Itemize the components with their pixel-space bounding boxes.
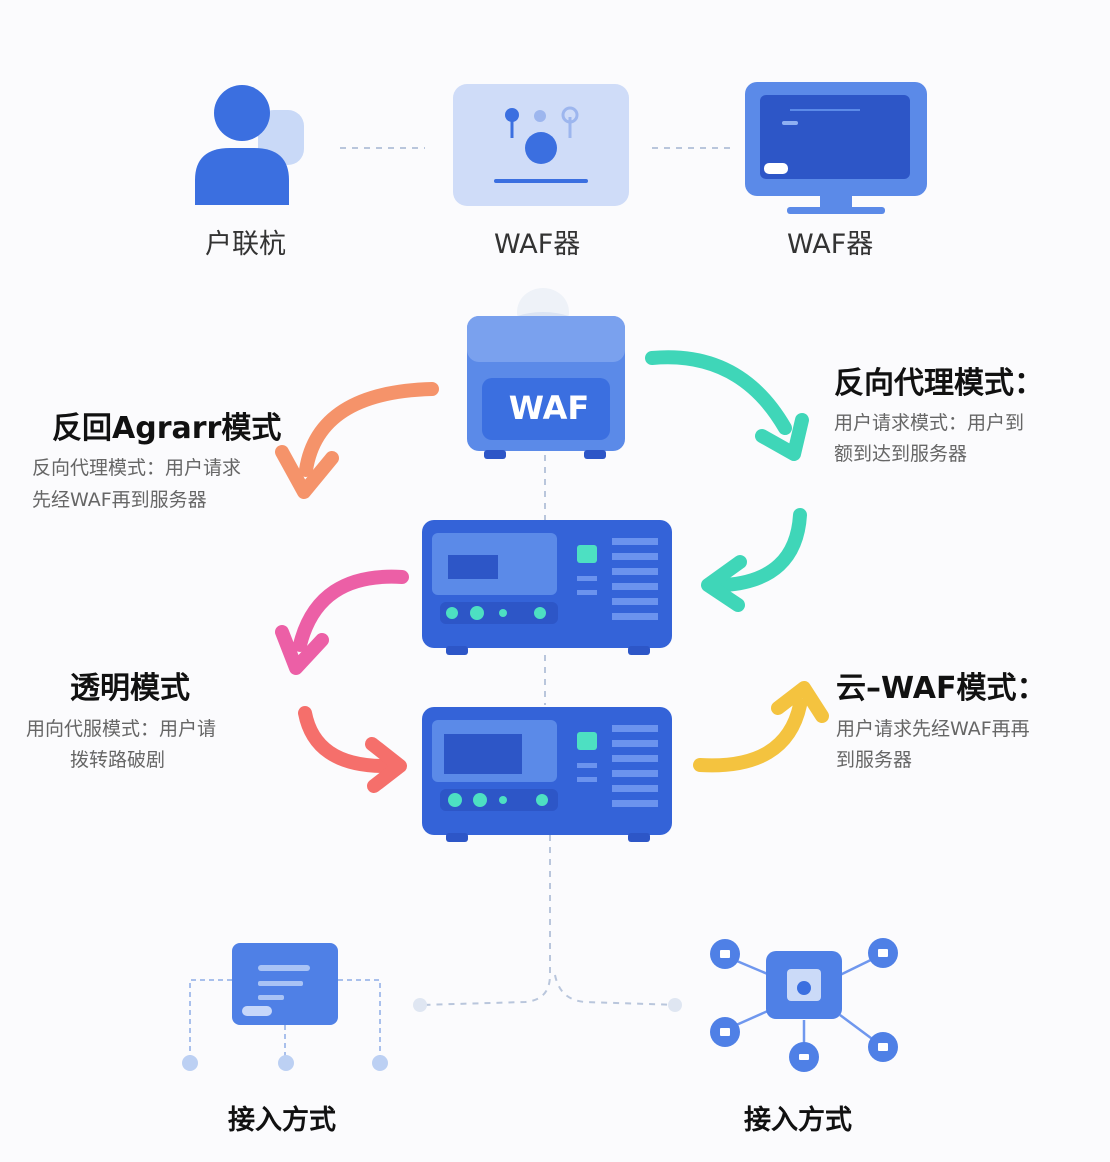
mode-left-top-title: 反回Agrarr模式 bbox=[52, 411, 282, 446]
mode-right-top-desc-2: 额到达到服务器 bbox=[834, 443, 968, 465]
mode-left-top-desc-2: 先经WAF再到服务器 bbox=[32, 489, 207, 511]
mode-left-mid-desc-1: 用向代服模式：用户请 bbox=[26, 718, 217, 740]
mode-right-mid-title: 云–WAF模式： bbox=[836, 671, 1047, 706]
network-hub-icon bbox=[710, 938, 898, 1072]
yellow-arrow-head bbox=[771, 681, 829, 723]
connector-dot-left bbox=[413, 998, 427, 1012]
orange-arrow-head bbox=[275, 445, 339, 499]
waf-appliance: WAF bbox=[467, 288, 625, 459]
teal-arrow-bottom bbox=[718, 508, 807, 592]
teal-arrow-top bbox=[645, 350, 792, 435]
mode-left-mid-desc-2: 拨转路破剧 bbox=[70, 749, 166, 771]
server-unit-2 bbox=[422, 707, 672, 842]
orange-arrow bbox=[299, 382, 439, 477]
mode-left-top-desc-1: 反向代理模式：用户请求 bbox=[32, 457, 242, 479]
connector-dot-right bbox=[668, 998, 682, 1012]
yellow-arrow bbox=[693, 698, 807, 773]
mode-right-top-title: 反向代理模式： bbox=[834, 366, 1044, 401]
waf-device-label: WAF器 bbox=[494, 229, 581, 260]
monitor-label: WAF器 bbox=[787, 229, 874, 260]
user-icon bbox=[195, 85, 304, 205]
access-tree-icon bbox=[182, 943, 388, 1071]
connector-lines bbox=[340, 147, 735, 1006]
mode-right-top-desc-1: 用户请求模式：用户到 bbox=[834, 412, 1025, 434]
pink-arrow-head bbox=[275, 625, 329, 675]
waf-card-icon bbox=[453, 84, 629, 206]
user-label: 户联杭 bbox=[205, 229, 286, 260]
coral-arrow-head bbox=[365, 737, 407, 793]
teal-arrow-bottom-head bbox=[701, 555, 747, 612]
server-unit-1 bbox=[422, 520, 672, 655]
mode-left-mid-title: 透明模式 bbox=[70, 671, 190, 706]
teal-arrow-top-head bbox=[755, 413, 809, 461]
pink-arrow bbox=[293, 569, 409, 652]
mode-right-mid-desc-2: 到服务器 bbox=[836, 749, 913, 771]
access-method-label-right: 接入方式 bbox=[744, 1105, 852, 1136]
coral-arrow bbox=[298, 706, 389, 773]
access-method-label-left: 接入方式 bbox=[228, 1105, 336, 1136]
mode-right-mid-desc-1: 用户请求先经WAF再再 bbox=[836, 718, 1030, 740]
svg-text:WAF: WAF bbox=[509, 389, 589, 427]
monitor-icon bbox=[745, 82, 927, 214]
